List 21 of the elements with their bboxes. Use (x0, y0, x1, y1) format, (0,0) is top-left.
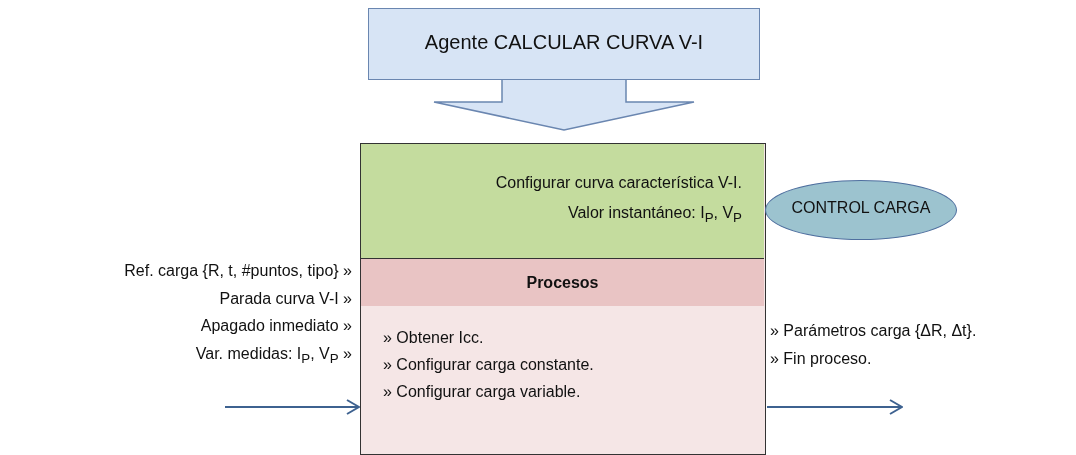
process-item: » Configurar carga constante. (383, 356, 594, 374)
agent-title: Agente CALCULAR CURVA V-I (423, 31, 705, 54)
arrow (224, 399, 360, 415)
control-ellipse (765, 180, 957, 240)
input-signal-text: Parada curva V-I » (219, 290, 352, 308)
process-item: » Configurar carga variable. (383, 383, 581, 401)
input-signal-text: Ref. carga {R, t, #puntos, tipo} » (124, 262, 352, 280)
config-text: Configurar curva característica V-I. (495, 174, 742, 192)
input-signal-text: Var. medidas: I$_{P}$, V$_{P}$ » (195, 345, 352, 367)
section-header: Procesos (361, 259, 764, 306)
output-signal-text: » Parámetros carga {ΔR, Δt}. (770, 322, 977, 340)
arrow (766, 399, 903, 415)
input-signal-text: Apagado inmediato » (200, 317, 352, 335)
output-signal-text: » Fin proceso. (770, 350, 872, 368)
agent-box (368, 8, 760, 80)
value-text: Valor instantáneo: I$_{P}$, V$_{P}$ (567, 204, 742, 226)
process-item: » Obtener Icc. (383, 329, 484, 347)
control-label: CONTROL CARGA (790, 199, 932, 217)
config-section (361, 144, 764, 259)
module-box (360, 143, 766, 455)
block-arrow (433, 79, 695, 131)
